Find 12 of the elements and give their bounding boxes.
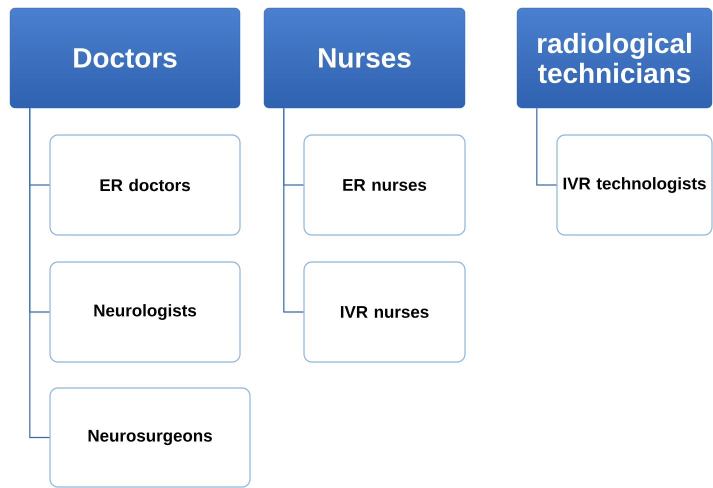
- role-box: ER doctors: [49, 134, 241, 236]
- role-box: Neurosurgeons: [49, 387, 251, 488]
- role-box: ER nurses: [303, 134, 466, 236]
- role-box: IVR nurses: [303, 261, 466, 363]
- connector: [536, 108, 556, 186]
- connector: [29, 108, 50, 438]
- role-box: IVR technologists: [556, 134, 713, 236]
- role-box: Neurologists: [49, 261, 241, 363]
- header-box: Nurses: [264, 8, 466, 108]
- header-box: Doctors: [10, 8, 240, 108]
- connector: [283, 108, 304, 313]
- header-box: radiological technicians: [516, 8, 712, 108]
